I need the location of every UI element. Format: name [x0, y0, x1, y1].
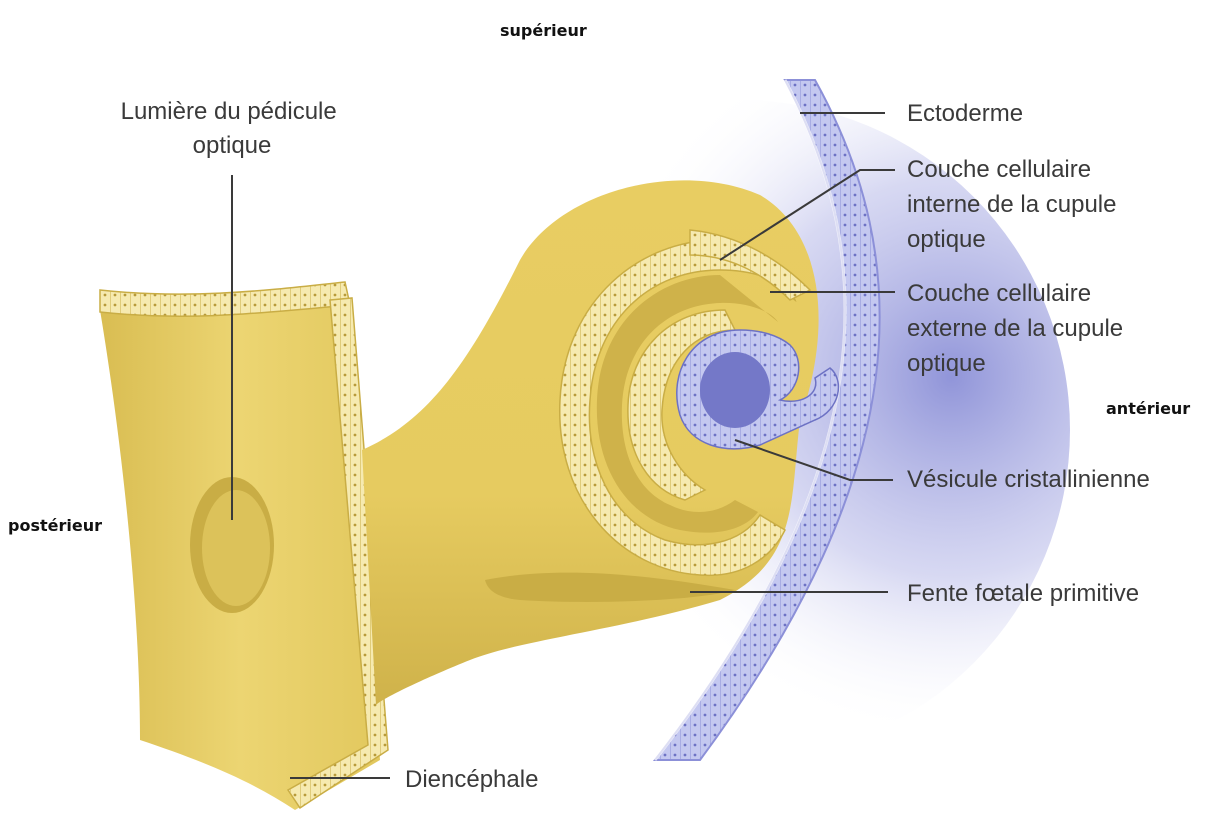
orientation-left: postérieur — [8, 516, 102, 535]
label-fissure: Fente fœtale primitive — [907, 580, 1139, 607]
orientation-right: antérieur — [1106, 399, 1190, 418]
diencephalon-wall — [100, 282, 388, 810]
label-diencephalon: Diencéphale — [405, 766, 538, 793]
label-inner-layer: Couche cellulaire interne de la cupule o… — [907, 156, 1123, 253]
label-ectoderm: Ectoderme — [907, 100, 1023, 127]
orientation-top: supérieur — [500, 21, 587, 40]
label-lens-vesicle: Vésicule cristallinienne — [907, 466, 1150, 493]
label-lumen: Lumière du pédicule optique — [121, 98, 344, 159]
